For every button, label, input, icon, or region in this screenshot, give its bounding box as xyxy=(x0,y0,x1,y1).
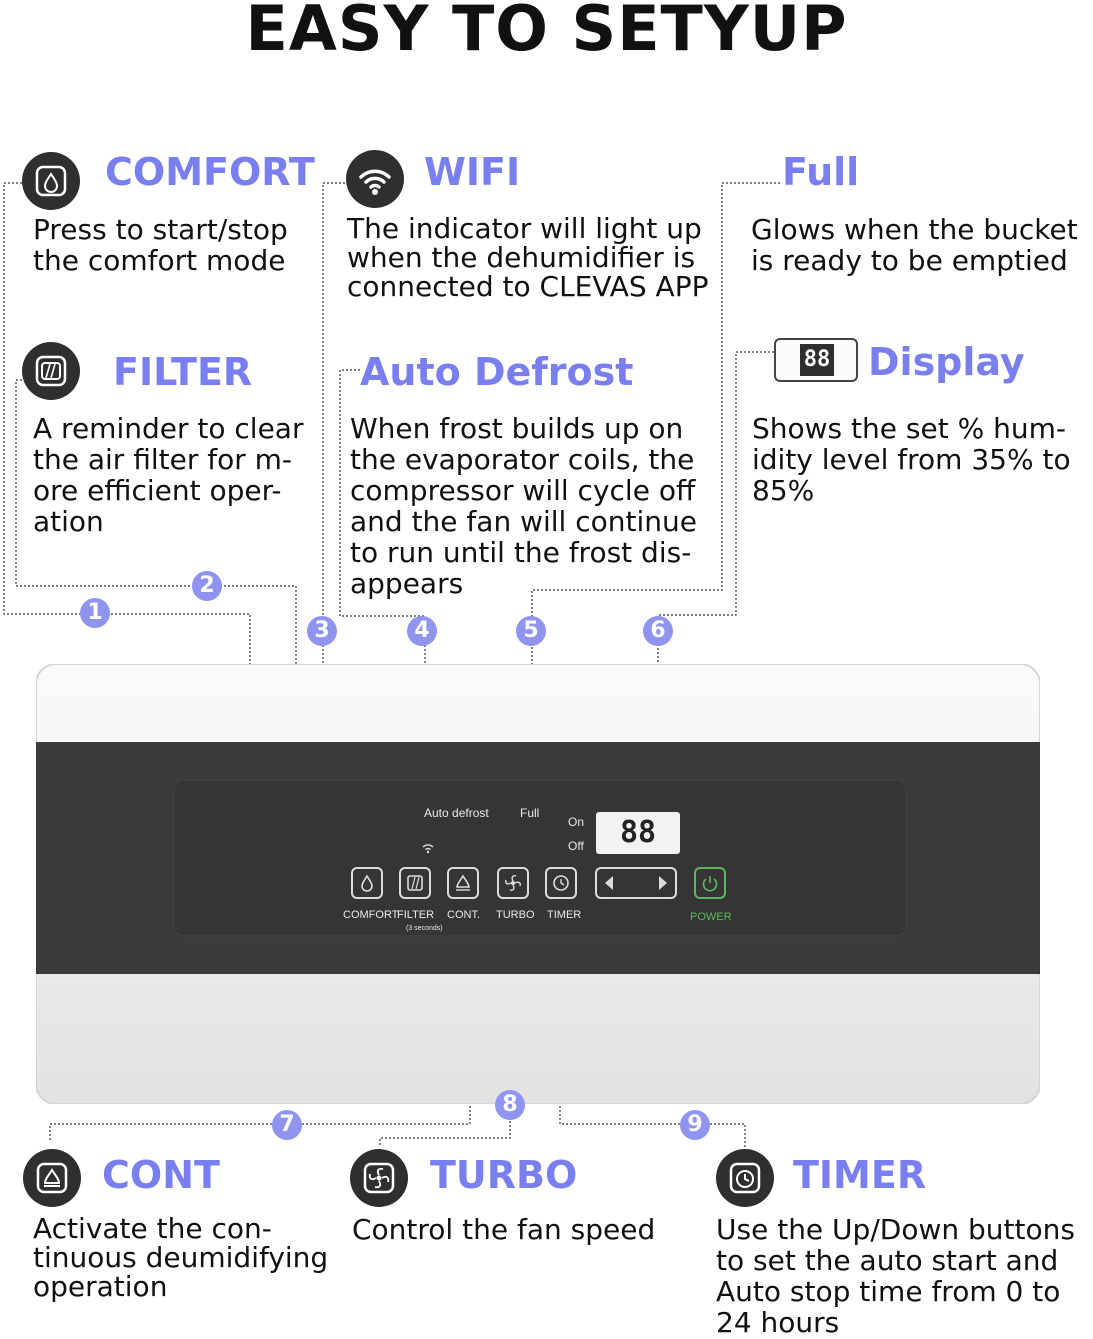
page-title: EASY TO SETYUP xyxy=(245,0,848,65)
filter-heading: FILTER xyxy=(113,350,253,394)
panel-lcd-display: 88 xyxy=(596,812,680,854)
panel-full-label: Full xyxy=(520,806,540,820)
panel-timer-label: TIMER xyxy=(547,909,582,921)
display-desc: Shows the set % hum-idity level from 35%… xyxy=(752,412,1071,507)
panel-turbo-label: TURBO xyxy=(496,909,535,921)
right-arrow-icon[interactable] xyxy=(659,876,667,890)
panel-auto-defrost-label: Auto defrost xyxy=(424,806,489,820)
callout-9: 9 xyxy=(680,1110,710,1140)
callout-8: 8 xyxy=(495,1090,525,1120)
filter-icon xyxy=(22,342,80,400)
panel-on-label: On xyxy=(568,815,585,829)
display-icon-digits: 88 xyxy=(800,344,834,376)
panel-comfort-button[interactable] xyxy=(351,867,383,899)
wifi-desc: The indicator will light up when the deh… xyxy=(347,212,709,303)
callout-1: 1 xyxy=(80,598,110,628)
panel-comfort-label: COMFORT xyxy=(343,909,399,921)
cont-desc: Activate the con-tinuous deumidifying op… xyxy=(33,1212,329,1303)
panel-timer-button[interactable] xyxy=(545,867,577,899)
panel-filter-sublabel: (3 seconds) xyxy=(406,925,443,932)
callout-2: 2 xyxy=(192,571,222,601)
panel-power-label: POWER xyxy=(690,911,732,923)
panel-power-button[interactable] xyxy=(694,867,726,899)
wifi-heading: WIFI xyxy=(424,150,521,194)
timer-desc: Use the Up/Down buttons to set the auto … xyxy=(716,1213,1075,1339)
comfort-desc: Press to start/stop the comfort mode xyxy=(33,213,288,277)
dehumidifier-panel xyxy=(36,664,1040,1104)
turbo-desc: Control the fan speed xyxy=(352,1213,656,1246)
timer-heading: TIMER xyxy=(793,1153,927,1197)
callout-5: 5 xyxy=(516,616,546,646)
panel-off-label: Off xyxy=(568,839,584,853)
full-heading: Full xyxy=(782,150,860,194)
filter-desc: A reminder to clear the air filter for m… xyxy=(33,412,304,538)
panel-filter-button[interactable] xyxy=(399,867,431,899)
auto-defrost-heading: Auto Defrost xyxy=(360,350,634,394)
panel-filter-label: FILTER xyxy=(397,909,435,921)
cont-icon xyxy=(23,1149,81,1207)
timer-icon xyxy=(716,1149,774,1207)
display-heading: Display xyxy=(868,340,1025,384)
panel-cont-label: CONT. xyxy=(447,909,480,921)
display-icon: 88 xyxy=(774,338,858,382)
turbo-heading: TURBO xyxy=(430,1153,578,1197)
comfort-icon xyxy=(22,152,80,210)
callout-4: 4 xyxy=(407,616,437,646)
turbo-icon xyxy=(350,1149,408,1207)
panel-arrow-buttons[interactable] xyxy=(595,867,677,899)
panel-turbo-button[interactable] xyxy=(497,867,529,899)
comfort-heading: COMFORT xyxy=(105,150,315,194)
wifi-icon xyxy=(346,150,404,208)
auto-defrost-desc: When frost builds up on the evaporator c… xyxy=(350,412,697,600)
full-desc: Glows when the bucket is ready to be emp… xyxy=(751,213,1078,277)
left-arrow-icon[interactable] xyxy=(605,876,613,890)
cont-heading: CONT xyxy=(102,1153,220,1197)
panel-wifi-indicator xyxy=(421,842,435,857)
panel-cont-button[interactable] xyxy=(447,867,479,899)
callout-7: 7 xyxy=(272,1110,302,1140)
callout-3: 3 xyxy=(307,616,337,646)
callout-6: 6 xyxy=(643,616,673,646)
